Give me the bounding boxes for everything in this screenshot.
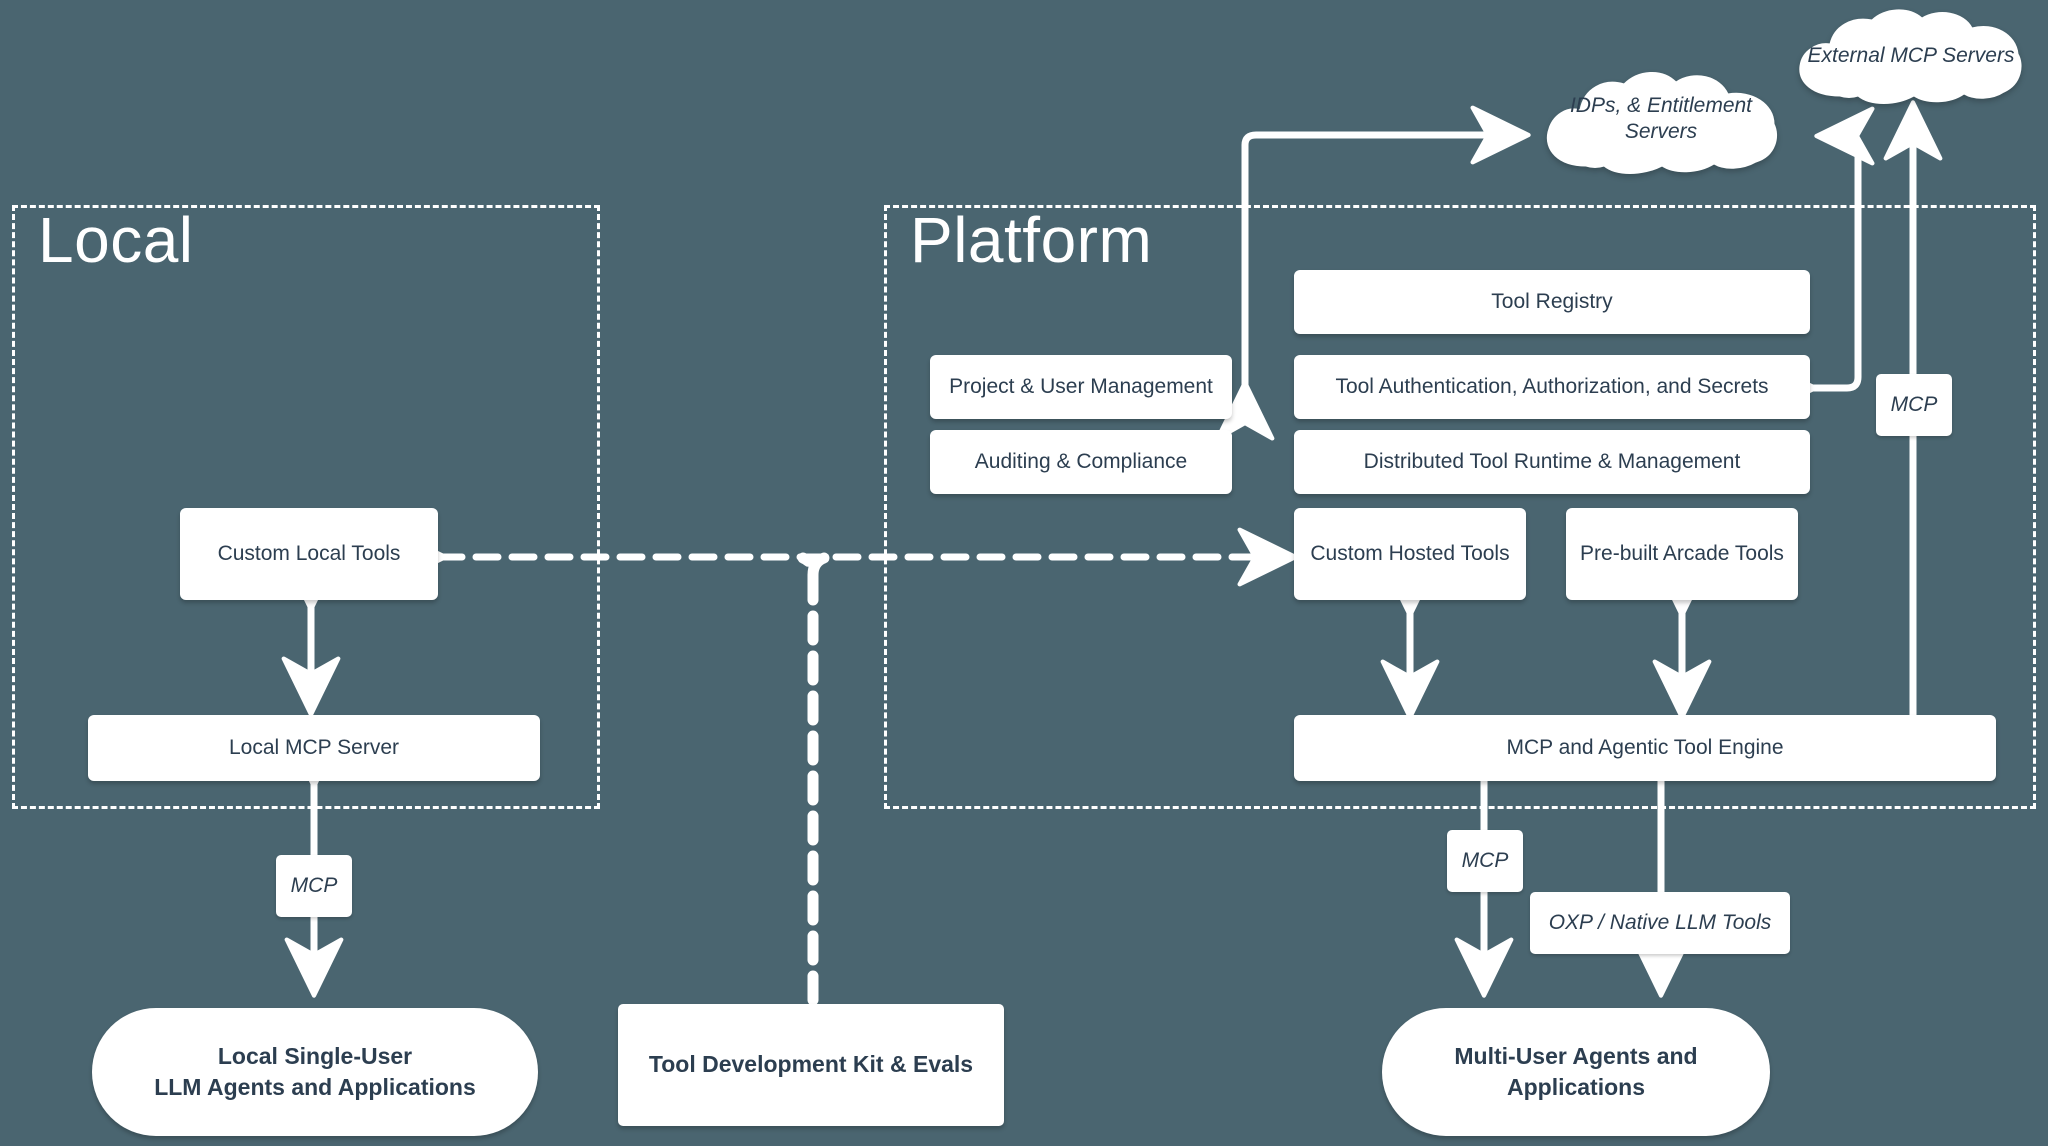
node-custom-local-tools[interactable]: Custom Local Tools <box>180 508 438 600</box>
tag-mcp-external: MCP <box>1876 374 1952 436</box>
node-distributed-tool-runtime[interactable]: Distributed Tool Runtime & Management <box>1294 430 1810 494</box>
node-multiuser-agents-line2: Applications <box>1506 1074 1645 1100</box>
zone-platform-title: Platform <box>910 204 1153 276</box>
cloud-idps-entitlement-servers: IDPs, & Entitlement Servers <box>1526 68 1796 178</box>
node-multiuser-agents[interactable]: Multi-User Agents and Applications <box>1382 1008 1770 1136</box>
cloud-idps-label-line2: Servers <box>1624 120 1698 143</box>
cloud-shape-idps <box>1546 72 1778 174</box>
node-mcp-agentic-tool-engine[interactable]: MCP and Agentic Tool Engine <box>1294 715 1996 781</box>
tag-mcp-local: MCP <box>276 855 352 917</box>
node-tool-registry[interactable]: Tool Registry <box>1294 270 1810 334</box>
tag-mcp-engine: MCP <box>1447 830 1523 892</box>
node-prebuilt-arcade-tools[interactable]: Pre-built Arcade Tools <box>1566 508 1798 600</box>
node-tool-development-kit[interactable]: Tool Development Kit & Evals <box>618 1004 1004 1126</box>
wire-tdk-to-tools-dashed <box>797 552 830 1006</box>
cloud-idps-label-line1: IDPs, & Entitlement <box>1569 94 1753 117</box>
cloud-shape-external <box>1799 9 2022 104</box>
cloud-external-mcp-servers: External MCP Servers <box>1778 8 2044 108</box>
node-local-agents[interactable]: Local Single-User LLM Agents and Applica… <box>92 1008 538 1136</box>
node-project-user-management[interactable]: Project & User Management <box>930 355 1232 419</box>
zone-local-title: Local <box>38 204 194 276</box>
cloud-external-mcp-servers-label: External MCP Servers <box>1807 44 2015 67</box>
node-local-mcp-server[interactable]: Local MCP Server <box>88 715 540 781</box>
tag-oxp-native-llm-tools: OXP / Native LLM Tools <box>1530 892 1790 954</box>
node-local-agents-line2: LLM Agents and Applications <box>154 1074 476 1100</box>
node-local-agents-line1: Local Single-User <box>217 1042 413 1069</box>
node-tool-authentication[interactable]: Tool Authentication, Authorization, and … <box>1294 355 1810 419</box>
node-auditing-compliance[interactable]: Auditing & Compliance <box>930 430 1232 494</box>
node-custom-hosted-tools[interactable]: Custom Hosted Tools <box>1294 508 1526 600</box>
node-multiuser-agents-line1: Multi-User Agents and <box>1454 1042 1698 1069</box>
